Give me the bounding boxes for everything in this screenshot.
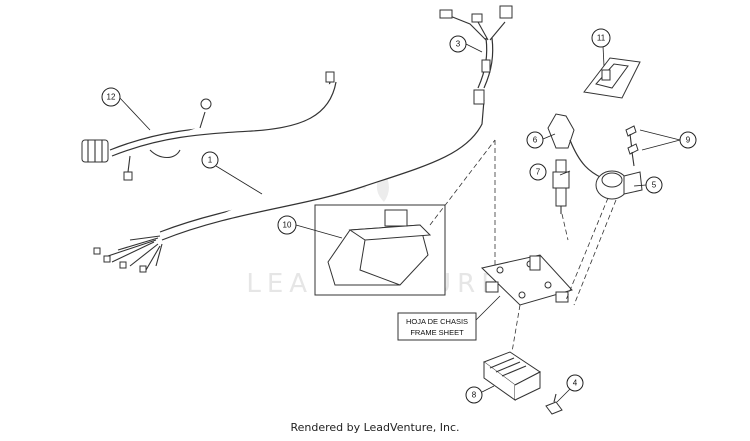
frame-label-line1: HOJA DE CHASIS xyxy=(406,317,468,326)
callout-8: 8 xyxy=(465,386,483,404)
switch-module xyxy=(583,57,641,99)
callout-6: 6 xyxy=(526,131,544,149)
callout-11: 11 xyxy=(591,28,611,48)
callout-6-label: 6 xyxy=(533,136,538,145)
frame-plate xyxy=(480,140,573,353)
callout-9-label: 9 xyxy=(686,136,691,145)
callout-10: 10 xyxy=(277,215,297,235)
callout-1-label: 1 xyxy=(208,156,213,165)
callout-11-label: 11 xyxy=(597,34,606,43)
ignition-coil xyxy=(565,170,643,306)
frame-sheet-label: HOJA DE CHASIS FRAME SHEET xyxy=(397,295,501,341)
callout-5-label: 5 xyxy=(652,181,657,190)
callout-12: 12 xyxy=(101,87,121,107)
callout-3-label: 3 xyxy=(456,40,461,49)
callout-3: 3 xyxy=(449,35,467,53)
callout-4: 4 xyxy=(566,374,584,392)
regulator xyxy=(482,351,541,401)
bolts xyxy=(625,125,639,167)
main-harness xyxy=(93,89,485,273)
callout-8-label: 8 xyxy=(472,391,477,400)
frame-label-line2: FRAME SHEET xyxy=(410,328,464,337)
leader-lines xyxy=(118,43,681,403)
spark-plug xyxy=(552,159,570,241)
rendered-by-footer: Rendered by LeadVenture, Inc. xyxy=(290,421,460,434)
callout-7-label: 7 xyxy=(536,168,541,177)
callout-5: 5 xyxy=(645,176,663,194)
ecu-box xyxy=(314,139,496,296)
callout-4-label: 4 xyxy=(573,379,578,388)
callout-9: 9 xyxy=(679,131,697,149)
callout-7: 7 xyxy=(529,163,547,181)
harness-connector xyxy=(473,89,485,105)
clip xyxy=(545,393,563,415)
callout-12-label: 12 xyxy=(107,93,116,102)
callout-10-label: 10 xyxy=(283,221,292,230)
secondary-harness xyxy=(81,71,337,181)
upper-harness xyxy=(439,5,513,89)
callout-1: 1 xyxy=(201,151,219,169)
